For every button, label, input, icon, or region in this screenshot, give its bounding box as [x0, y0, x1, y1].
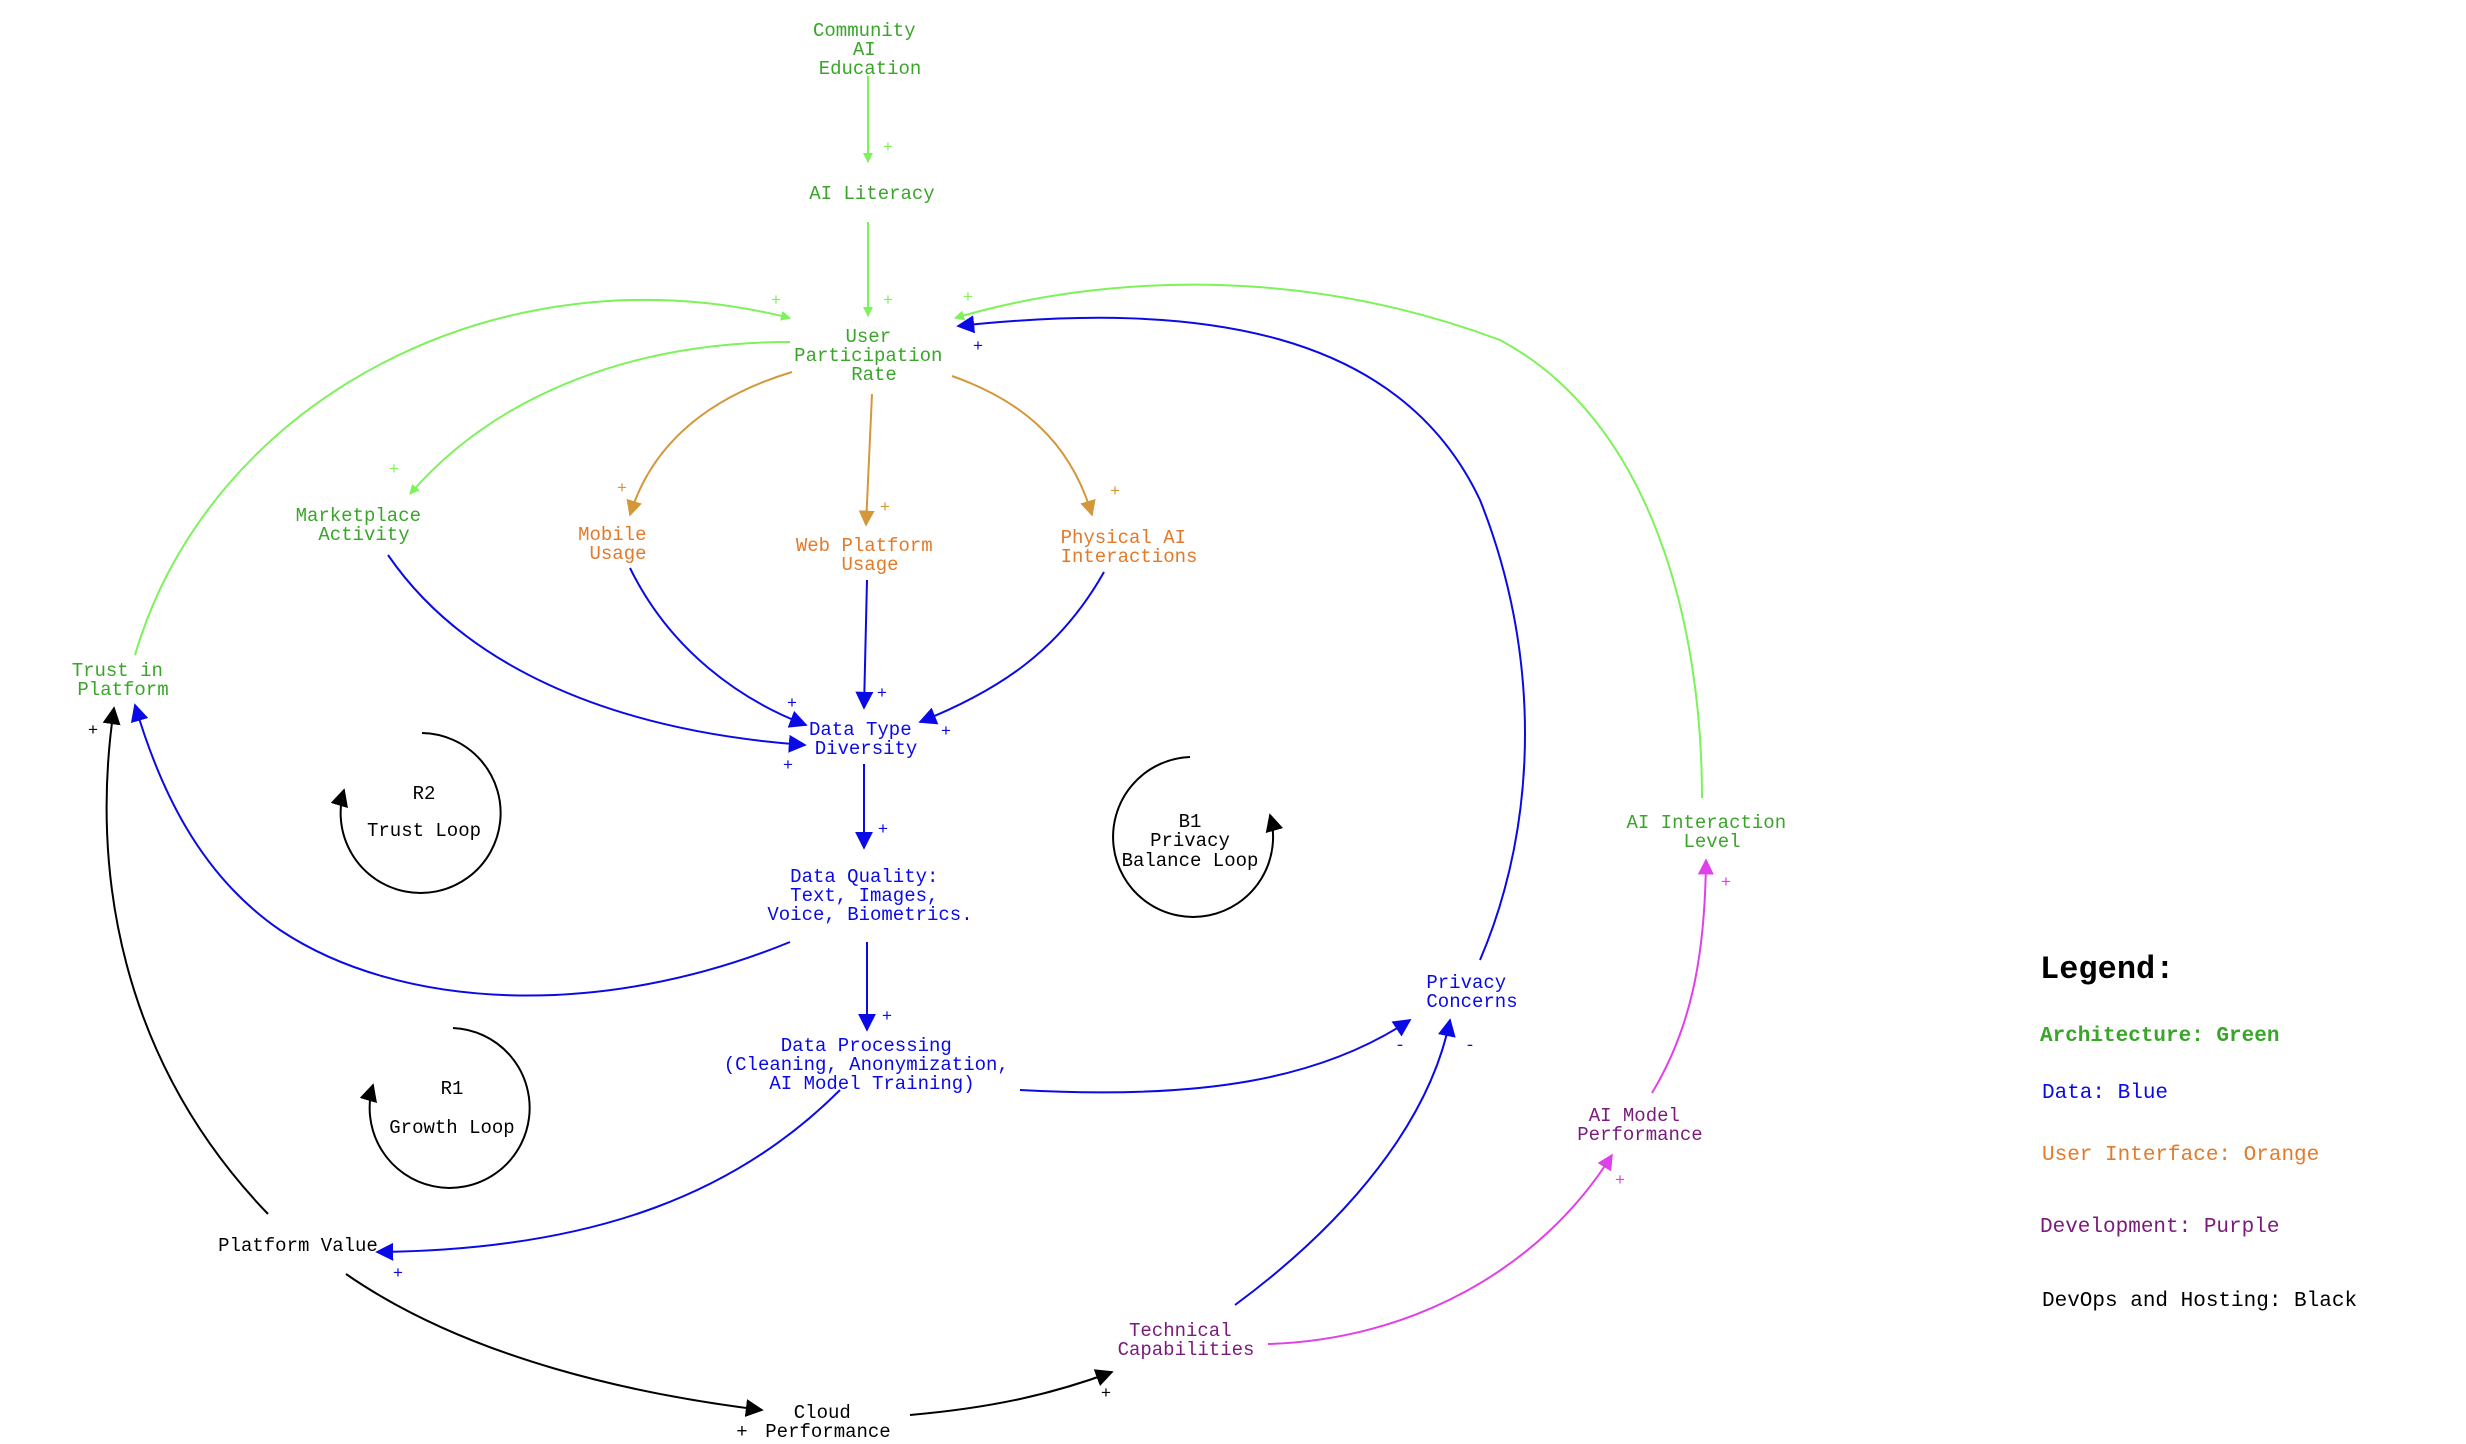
loop-r1: R1 Growth Loop: [359, 1027, 531, 1189]
node-ai-literacy: AI Literacy: [809, 183, 934, 205]
edge-value-to-trust: [102, 706, 269, 1215]
loop-r1-id: R1: [441, 1078, 464, 1100]
node-mobile-usage: Mobile Usage: [578, 524, 658, 565]
polarity-sign: +: [617, 480, 627, 499]
legend: Legend: Architecture: Green Data: Blue U…: [2040, 951, 2357, 1313]
polarity-sign: +: [941, 723, 951, 742]
polarity-sign: +: [877, 685, 887, 704]
node-privacy-concerns: Privacy Concerns: [1426, 972, 1517, 1013]
polarity-sign: +: [771, 292, 781, 311]
edge-cloud-to-technical: [909, 1369, 1114, 1416]
polarity-sign: +: [973, 338, 983, 357]
node-cloud-performance: Cloud Performance: [765, 1402, 890, 1443]
legend-item-development: Development: Purple: [2040, 1216, 2279, 1239]
edge-quality-to-trust: [130, 703, 791, 997]
legend-item-user-interface: User Interface: Orange: [2042, 1144, 2319, 1167]
edge-participation-to-marketplace: [409, 341, 791, 495]
edge-value-to-cloud: [345, 1273, 764, 1417]
edge-marketplace-to-diversity: [387, 554, 807, 753]
loop-r1-circle: [359, 1027, 531, 1189]
edge-technical-to-privacy: [1234, 1018, 1456, 1306]
polarity-sign: +: [389, 461, 399, 480]
polarity-sign: +: [882, 1008, 892, 1027]
edge-web-to-diversity: [855, 579, 874, 710]
legend-item-devops: DevOps and Hosting: Black: [2042, 1290, 2357, 1313]
edge-privacy-to-participation: [956, 315, 1526, 961]
nodes: Community AI Education AI Literacy User …: [72, 20, 1797, 1443]
polarity-sign: +: [963, 289, 973, 308]
loop-r2-id: R2: [413, 783, 436, 805]
legend-item-architecture: Architecture: Green: [2040, 1025, 2279, 1048]
polarity-sign: +: [883, 139, 893, 158]
polarity-sign: +: [1721, 874, 1731, 893]
polarity-signs: + + + + + + + + + + + + + + + + + - - + …: [88, 139, 1731, 1404]
node-ai-model-performance: AI Model Performance: [1577, 1105, 1702, 1146]
polarity-sign: +: [783, 757, 793, 776]
polarity-sign: +: [1101, 1385, 1111, 1404]
edge-participation-to-web: [858, 393, 875, 527]
polarity-sign: +: [878, 821, 888, 840]
edges: [102, 76, 1714, 1417]
node-data-type-diversity: Data Type Diversity: [809, 719, 923, 760]
edge-ai-interaction-to-participation: [954, 283, 1703, 799]
node-ai-interaction-level: AI Interaction Level: [1626, 812, 1797, 853]
loop-b1-id: B1: [1179, 811, 1202, 833]
edge-technical-to-model: [1267, 1153, 1613, 1345]
polarity-sign: +: [736, 1421, 747, 1443]
polarity-sign: +: [1110, 483, 1120, 502]
node-web-platform-usage: Web Platform Usage: [796, 535, 944, 576]
edge-participation-to-mobile: [626, 371, 793, 517]
edge-processing-to-privacy: [1019, 1019, 1412, 1094]
loop-b1-name-2: Balance Loop: [1122, 850, 1259, 872]
polarity-sign: +: [880, 499, 890, 518]
edge-participation-to-physical: [951, 375, 1096, 517]
node-platform-value: Platform Value: [218, 1235, 378, 1257]
edge-mobile-to-diversity: [629, 567, 808, 728]
loop-b1-name-1: Privacy: [1150, 830, 1230, 852]
node-technical-capabilities: Technical Capabilities: [1118, 1320, 1255, 1361]
loop-r2-name: Trust Loop: [367, 820, 481, 842]
node-data-processing: Data Processing (Cleaning, Anonymization…: [724, 1035, 1020, 1095]
loop-r1-name: Growth Loop: [389, 1117, 514, 1139]
edge-model-to-ai-interaction: [1651, 858, 1714, 1094]
polarity-sign: -: [1465, 1037, 1475, 1056]
edge-processing-to-value: [375, 1089, 841, 1261]
polarity-sign: +: [1615, 1172, 1625, 1191]
polarity-sign: -: [1395, 1037, 1405, 1056]
node-trust-in-platform: Trust in Platform: [72, 660, 175, 701]
polarity-sign: +: [883, 292, 893, 311]
legend-item-data: Data: Blue: [2042, 1082, 2168, 1105]
loop-b1-circle: [1112, 756, 1284, 918]
edge-physical-to-diversity: [918, 571, 1105, 725]
polarity-sign: +: [787, 695, 797, 714]
loop-r2-circle: [330, 732, 502, 894]
legend-title: Legend:: [2040, 951, 2174, 988]
node-physical-ai-interactions: Physical AI Interactions: [1061, 527, 1198, 568]
node-user-participation-rate: User Participation Rate: [794, 326, 954, 386]
node-marketplace-activity: Marketplace Activity: [296, 505, 433, 546]
polarity-sign: +: [393, 1265, 403, 1284]
edge-trust-to-participation: [134, 298, 791, 656]
node-community-ai-education: Community AI Education: [813, 20, 927, 80]
node-data-quality: Data Quality: Text, Images, Voice, Biome…: [767, 866, 972, 926]
loop-r2: R2 Trust Loop: [330, 732, 502, 894]
polarity-sign: +: [88, 722, 98, 741]
loop-b1: B1 Privacy Balance Loop: [1112, 756, 1284, 918]
